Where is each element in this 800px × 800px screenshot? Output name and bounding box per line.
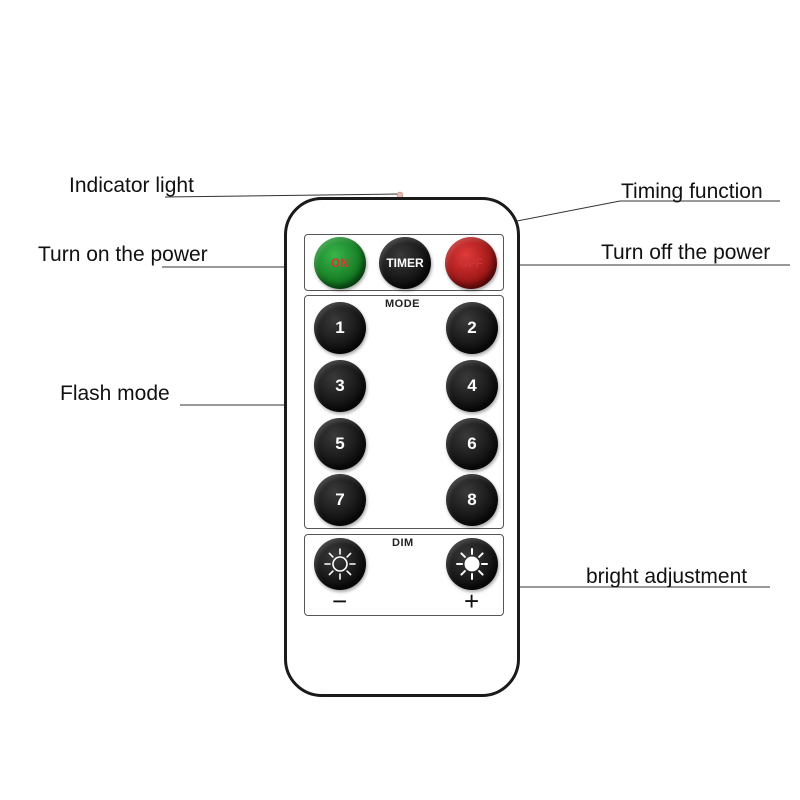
- mode-button-5-label: 5: [335, 434, 344, 454]
- off-label: OFF: [459, 256, 483, 270]
- mode-button-2-label: 2: [467, 318, 476, 338]
- indicator-light-label: Indicator light: [69, 174, 194, 198]
- dim-panel: DIM: [304, 534, 504, 616]
- mode-button-1[interactable]: 1: [314, 302, 366, 354]
- on-button[interactable]: ON: [314, 237, 366, 289]
- mode-button-4[interactable]: 4: [446, 360, 498, 412]
- flash-mode-label: Flash mode: [60, 382, 170, 406]
- mode-button-3[interactable]: 3: [314, 360, 366, 412]
- minus-sign: −: [332, 588, 347, 614]
- mode-button-4-label: 4: [467, 376, 476, 396]
- timing-function-label: Timing function: [621, 180, 763, 204]
- sun-filled-icon: [455, 547, 489, 581]
- mode-button-5[interactable]: 5: [314, 418, 366, 470]
- mode-button-7-label: 7: [335, 490, 344, 510]
- mode-button-3-label: 3: [335, 376, 344, 396]
- mode-title: MODE: [385, 298, 420, 310]
- dim-plus-button[interactable]: [446, 538, 498, 590]
- mode-button-7[interactable]: 7: [314, 474, 366, 526]
- sun-outline-icon: [323, 547, 357, 581]
- dim-minus-button[interactable]: [314, 538, 366, 590]
- mode-button-8-label: 8: [467, 490, 476, 510]
- mode-panel: MODE 1 2 3 4 5 6 7 8: [304, 295, 504, 529]
- bright-adjustment-label: bright adjustment: [586, 565, 747, 589]
- turn-off-power-label: Turn off the power: [601, 241, 770, 265]
- power-panel: ON TIMER OFF: [304, 234, 504, 291]
- off-button[interactable]: OFF: [445, 237, 497, 289]
- mode-button-6-label: 6: [467, 434, 476, 454]
- timer-label: TIMER: [386, 256, 423, 270]
- on-label: ON: [331, 256, 349, 270]
- remote-control: ON TIMER OFF MODE 1 2 3 4 5 6 7: [284, 197, 520, 697]
- plus-sign: +: [464, 588, 479, 614]
- timer-button[interactable]: TIMER: [379, 237, 431, 289]
- dim-title: DIM: [392, 537, 414, 549]
- mode-button-6[interactable]: 6: [446, 418, 498, 470]
- mode-button-2[interactable]: 2: [446, 302, 498, 354]
- turn-on-power-label: Turn on the power: [38, 243, 208, 267]
- mode-button-1-label: 1: [335, 318, 344, 338]
- mode-button-8[interactable]: 8: [446, 474, 498, 526]
